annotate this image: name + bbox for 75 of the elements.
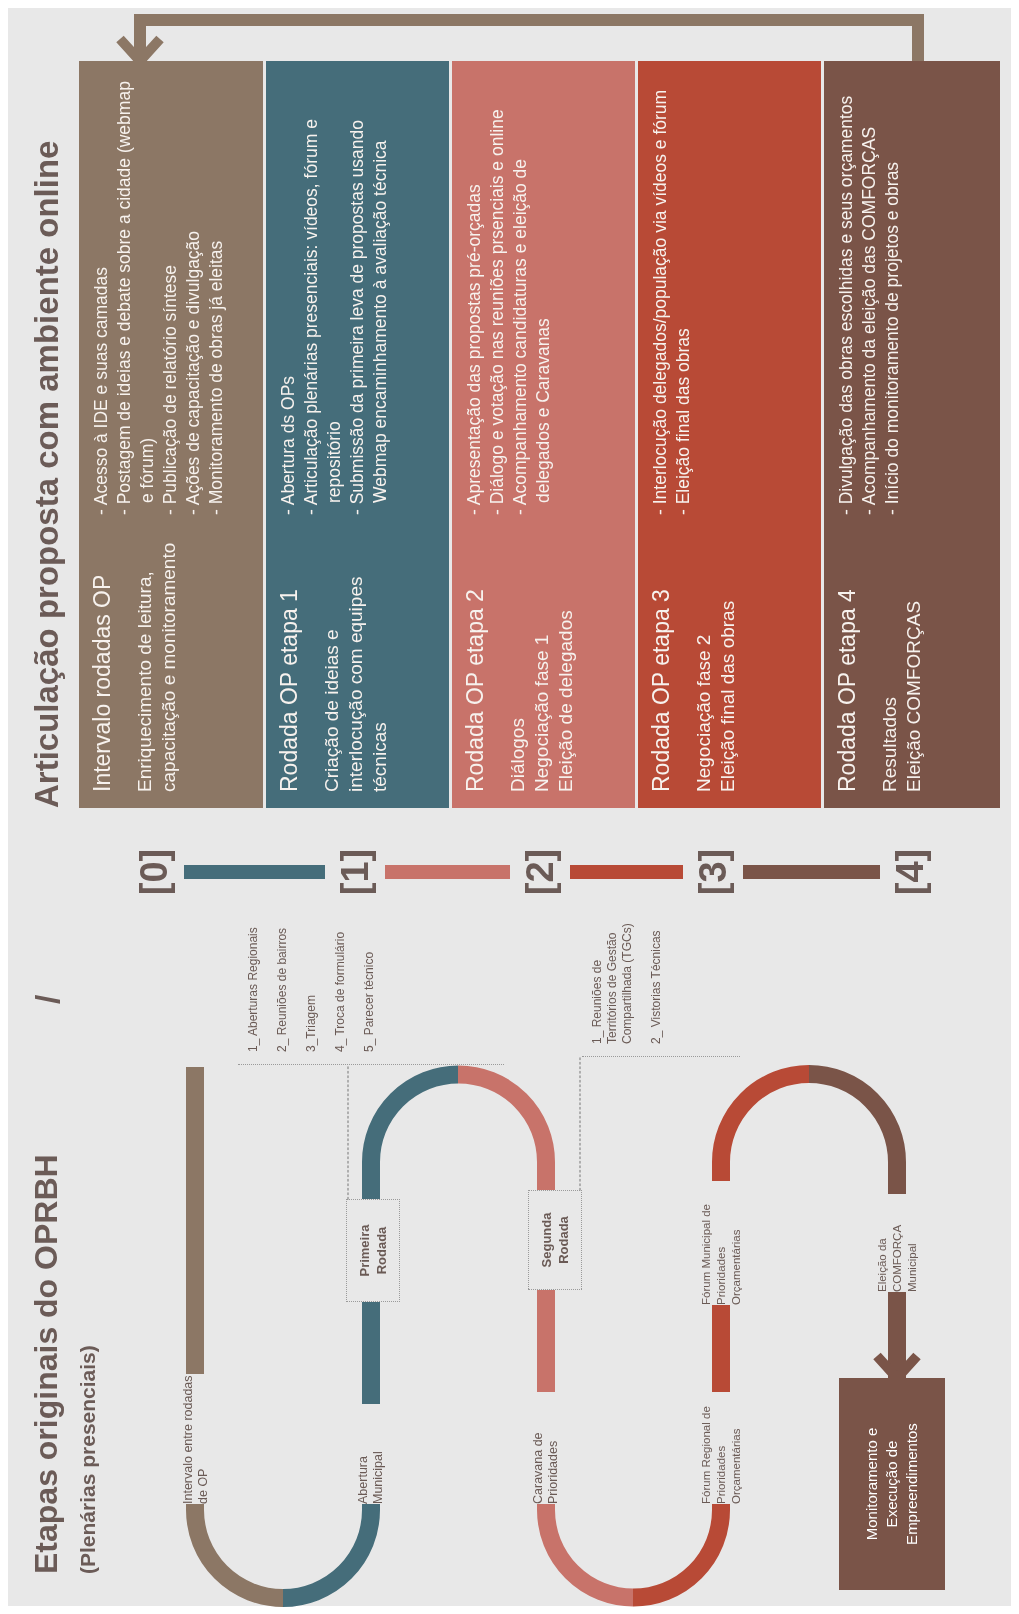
section-title: Articulação proposta com ambiente online bbox=[27, 140, 66, 808]
panel-subtitle: Criação de ideias e interlocução com equipes técnicas bbox=[320, 575, 391, 792]
bullet-item: - Diálogo e votação nas reuniões prsenciais e online bbox=[486, 108, 508, 515]
separator-slash: / bbox=[27, 994, 67, 1004]
panel-subtitle: Enriquecimento de leitura, capacitação e monitoramento bbox=[133, 541, 180, 792]
process-box: Monitoramento e Execução de Empreendimentos bbox=[839, 1378, 945, 1590]
bullet-item: - Ações de capacitação e divulgação bbox=[182, 229, 204, 515]
stage-panel bbox=[638, 61, 821, 808]
timeline-bar bbox=[743, 865, 880, 879]
timeline-bar bbox=[385, 865, 510, 879]
list-item: 3_Triagem bbox=[304, 994, 319, 1052]
stage-label: Fórum Regional de Prioridades Orçamentárias bbox=[697, 1392, 745, 1504]
panel-subtitle: Negociação fase 1 bbox=[530, 633, 553, 792]
list-item: 1_ Aberturas Regionais bbox=[246, 926, 261, 1052]
stage-number: [4] bbox=[880, 841, 940, 903]
stage-panel bbox=[266, 61, 449, 808]
diagram-title: Etapas originais do OPRBH bbox=[27, 1154, 65, 1574]
bullet-item: - Acompanhamento da eleição das COMFORÇAS bbox=[858, 125, 880, 515]
bullet-item: - Início do monitoramento de projetos e obras bbox=[881, 160, 903, 515]
bullet-item: - Abertura ds OPs bbox=[277, 374, 299, 515]
timeline-bar bbox=[570, 865, 683, 879]
stage-label: Eleição da COMFORÇA Municipal bbox=[872, 1194, 922, 1292]
bullet-item: - Eleição final das obras bbox=[672, 327, 694, 515]
stage-panel bbox=[824, 61, 1000, 808]
panel-subtitle: Eleição final das obras bbox=[716, 599, 739, 792]
round-label-box: Segunda Rodada bbox=[528, 1190, 582, 1290]
panel-subtitle: Negociação fase 2 bbox=[692, 633, 715, 792]
stage-panel bbox=[79, 61, 263, 808]
subtitle: (Plenárias presenciais) bbox=[75, 1345, 100, 1574]
bullet-item: - Acompanhamento candidaturas e eleição de delegados e Caravanas bbox=[509, 157, 554, 515]
list-item: 2_ Reuniões de bairros bbox=[275, 926, 290, 1052]
list-item: 2_ Vistorias Técnicas bbox=[649, 929, 664, 1044]
panel-subtitle: Resultados bbox=[878, 695, 901, 792]
stage-label: Intervalo entre rodadas de OP bbox=[179, 1374, 213, 1504]
round-label-box: Primeira Rodada bbox=[346, 1199, 400, 1302]
panel-heading: Rodada OP etapa 4 bbox=[833, 588, 861, 792]
panel-subtitle: Diálogos bbox=[506, 717, 529, 792]
stage-label: Fórum Municipal de Prioridades Orçamentárias bbox=[697, 1181, 745, 1305]
dotted-leader-line bbox=[347, 1064, 349, 1200]
road-line bbox=[186, 1501, 380, 1607]
step-list bbox=[582, 922, 740, 1057]
road-line bbox=[186, 1067, 204, 1374]
step-list bbox=[238, 925, 504, 1065]
panel-subtitle: Eleição de delegados bbox=[554, 609, 577, 792]
list-item: 5_ Parecer técnico bbox=[362, 950, 377, 1052]
timeline-bar bbox=[184, 865, 325, 879]
bullet-item: - Postagem de ideias e debate sobre a cidade (webmap e fórum) bbox=[113, 80, 158, 515]
stage-number: [3] bbox=[683, 841, 743, 903]
bullet-item: - Apresentação das propostas pré-orçadas bbox=[463, 183, 485, 515]
road-line bbox=[712, 1305, 730, 1392]
stage-label: Abertura Municipal bbox=[354, 1404, 388, 1504]
stage-number: [1] bbox=[325, 841, 385, 903]
panel-subtitle: Eleição COMFORÇAS bbox=[902, 599, 925, 792]
road-line bbox=[362, 1302, 380, 1404]
stage-panel bbox=[452, 61, 635, 808]
dotted-leader-line bbox=[579, 1056, 581, 1191]
stage-number: [2] bbox=[510, 841, 570, 903]
bullet-item: - Submissão da primeira leva de propostas usando Webmap encaminhamento à avaliação técnica bbox=[346, 119, 391, 515]
panel-heading: Rodada OP etapa 3 bbox=[647, 588, 675, 792]
bullet-item: - Monitoramento de obras já eleitas bbox=[205, 239, 227, 515]
stage-number: [0] bbox=[124, 841, 184, 903]
panel-heading: Intervalo rodadas OP bbox=[88, 573, 116, 792]
bullet-item: - Divulgação das obras escolhidas e seus orçamentos bbox=[835, 94, 857, 515]
panel-heading: Rodada OP etapa 2 bbox=[461, 588, 489, 792]
bullet-item: - Articulação plenárias presenciais: vídeos, fórum e repositório bbox=[300, 118, 345, 515]
bullet-item: - Acesso à IDE e suas camadas bbox=[90, 265, 112, 515]
panel-heading: Rodada OP etapa 1 bbox=[275, 588, 303, 792]
bullet-item: - Interlocução delegados/população via vídeos e fórum bbox=[649, 88, 671, 515]
stage-label: Caravana de Prioridades bbox=[529, 1392, 563, 1504]
road-line bbox=[537, 1501, 730, 1607]
list-item: 1_ Reuniões de Territórios de Gestão Compartilhada (TGCs) bbox=[590, 922, 635, 1044]
list-item: 4_ Troca de formulário bbox=[333, 930, 348, 1052]
road-line bbox=[537, 1290, 555, 1392]
road-line bbox=[362, 1065, 555, 1199]
bullet-item: - Publicação de relatório síntese bbox=[159, 264, 181, 515]
